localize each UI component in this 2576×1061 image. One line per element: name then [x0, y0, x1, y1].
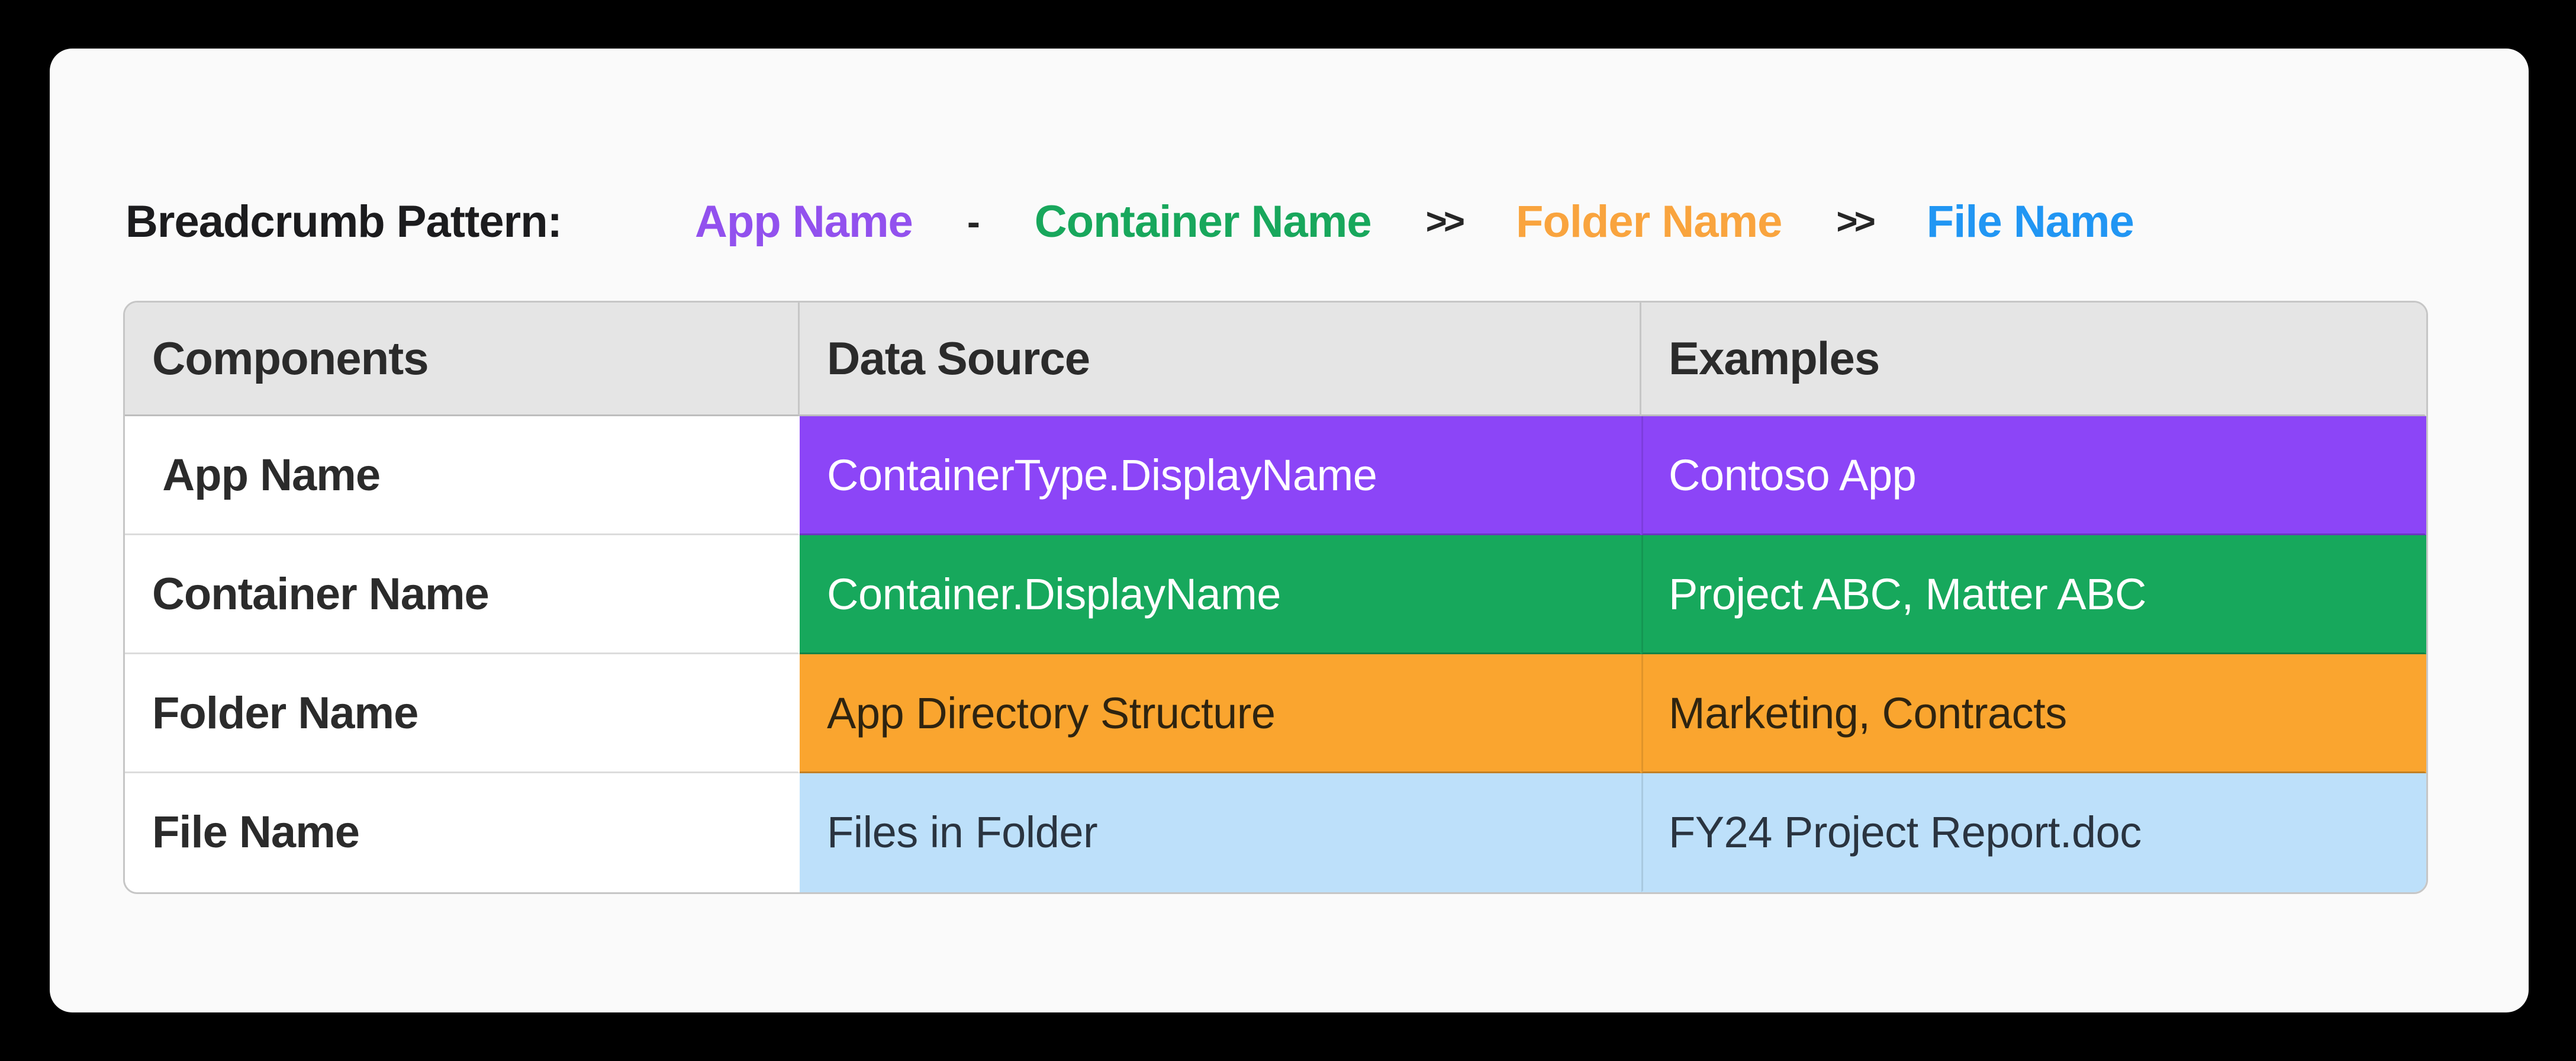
content-card: Breadcrumb Pattern: App Name - Container… — [50, 49, 2529, 1012]
breadcrumb-separator-chevrons-1: >> — [1425, 201, 1465, 242]
table-row-app-name-component: App Name — [125, 416, 800, 535]
table-row-folder-name-component: Folder Name — [125, 654, 800, 773]
breadcrumb: Breadcrumb Pattern: App Name - Container… — [125, 180, 2134, 263]
table-row-folder-name-data-source: App Directory Structure — [800, 654, 1641, 773]
table-row-app-name-example: Contoso App — [1641, 416, 2426, 535]
breadcrumb-item-container-name: Container Name — [1034, 196, 1372, 247]
table-row-container-name-component: Container Name — [125, 535, 800, 654]
breadcrumb-item-folder-name: Folder Name — [1516, 196, 1782, 247]
column-header-data-source: Data Source — [800, 303, 1641, 416]
table-row-folder-name-example: Marketing, Contracts — [1641, 654, 2426, 773]
breadcrumb-item-file-name: File Name — [1926, 196, 2134, 247]
breadcrumb-separator-chevrons-2: >> — [1836, 201, 1875, 242]
components-table: Components Data Source Examples App Name… — [123, 301, 2428, 894]
breadcrumb-tokens: App Name - Container Name >> Folder Name… — [695, 196, 2134, 247]
table-row-file-name-example: FY24 Project Report.doc — [1641, 773, 2426, 892]
column-header-components: Components — [125, 303, 800, 416]
breadcrumb-item-app-name: App Name — [694, 196, 913, 247]
table-row-container-name-data-source: Container.DisplayName — [800, 535, 1641, 654]
table-row-app-name-data-source: ContainerType.DisplayName — [800, 416, 1641, 535]
breadcrumb-label: Breadcrumb Pattern: — [125, 196, 562, 247]
breadcrumb-separator-dash: - — [967, 200, 980, 243]
table-row-file-name-data-source: Files in Folder — [800, 773, 1641, 892]
table-row-container-name-example: Project ABC, Matter ABC — [1641, 535, 2426, 654]
table-row-file-name-component: File Name — [125, 773, 800, 892]
column-header-examples: Examples — [1641, 303, 2426, 416]
components-table-grid: Components Data Source Examples App Name… — [125, 303, 2426, 892]
